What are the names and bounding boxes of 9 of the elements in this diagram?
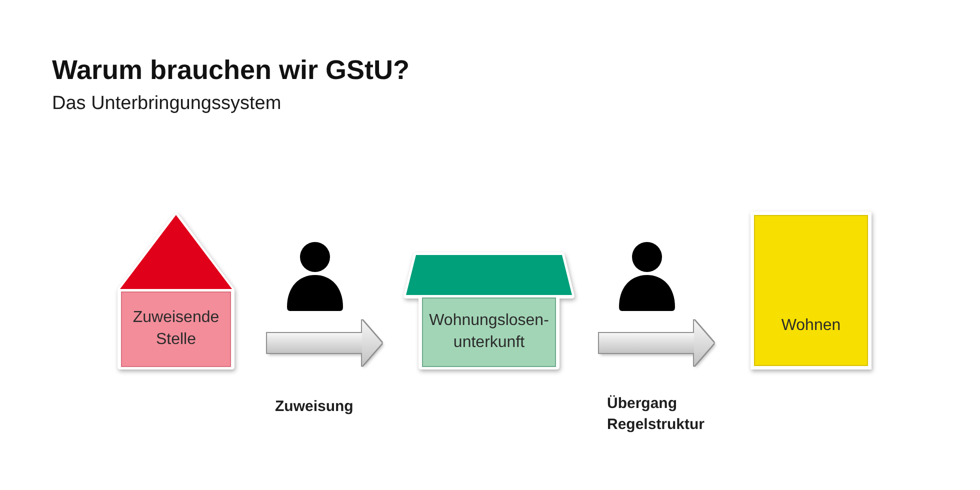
edge-label: Übergang Regelstruktur — [607, 393, 705, 435]
node-label: Zuweisende Stelle — [132, 308, 220, 350]
block-arrow — [267, 320, 382, 366]
house-node — [403, 252, 575, 370]
title: Warum brauchen wir GStU? — [52, 54, 410, 86]
subtitle: Das Unterbringungssystem — [52, 92, 282, 116]
block-arrow — [599, 320, 714, 366]
node-label: Wohnen — [781, 316, 841, 336]
node-label: Wohnungslosen- unterkunft — [428, 311, 550, 353]
